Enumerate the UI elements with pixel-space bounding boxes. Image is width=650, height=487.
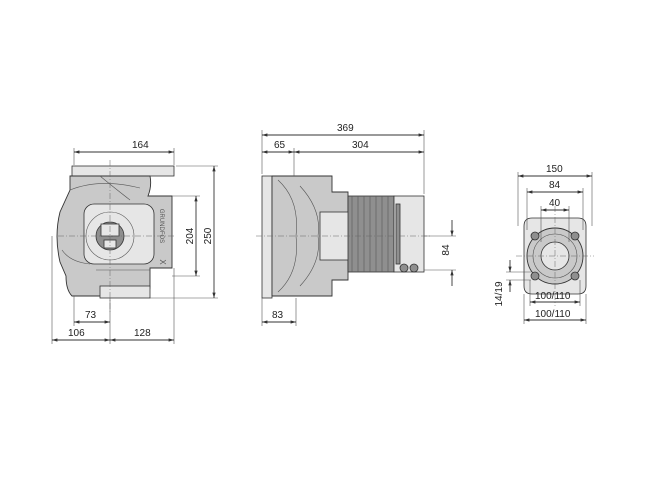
dim-pipe-offset: 83 [272, 310, 284, 321]
dim-hole-dia: 14/19 [494, 281, 505, 306]
flange-view: 150 84 40 14/19 100/110 100/110 [494, 164, 594, 324]
front-view: GRUNDFOS X 164 204 250 73 106 128 [51, 140, 218, 344]
dim-offset-left: 106 [68, 328, 85, 339]
dim-offset-right: 128 [134, 328, 151, 339]
dim-width-top: 164 [132, 140, 149, 151]
dim-bolt-span-inner: 100/110 [535, 291, 571, 302]
dim-motor-length: 304 [352, 140, 369, 151]
dim-offset-left-inner: 73 [85, 310, 97, 321]
dim-total-length: 369 [337, 123, 354, 134]
brand-logo: GRUNDFOS [158, 209, 164, 243]
dim-bolt-circle: 84 [549, 180, 561, 191]
side-view: 369 65 304 84 83 [256, 123, 456, 326]
dim-bolt-span-outer: 100/110 [535, 309, 571, 320]
brand-mark: X [158, 259, 167, 265]
dim-bore: 40 [549, 198, 561, 209]
dim-flange-outer: 150 [546, 164, 563, 175]
dim-height-inner: 204 [185, 227, 196, 244]
dim-height-outer: 250 [203, 227, 214, 244]
dim-motor-center: 84 [441, 244, 452, 256]
dim-flange-depth: 65 [274, 140, 286, 151]
